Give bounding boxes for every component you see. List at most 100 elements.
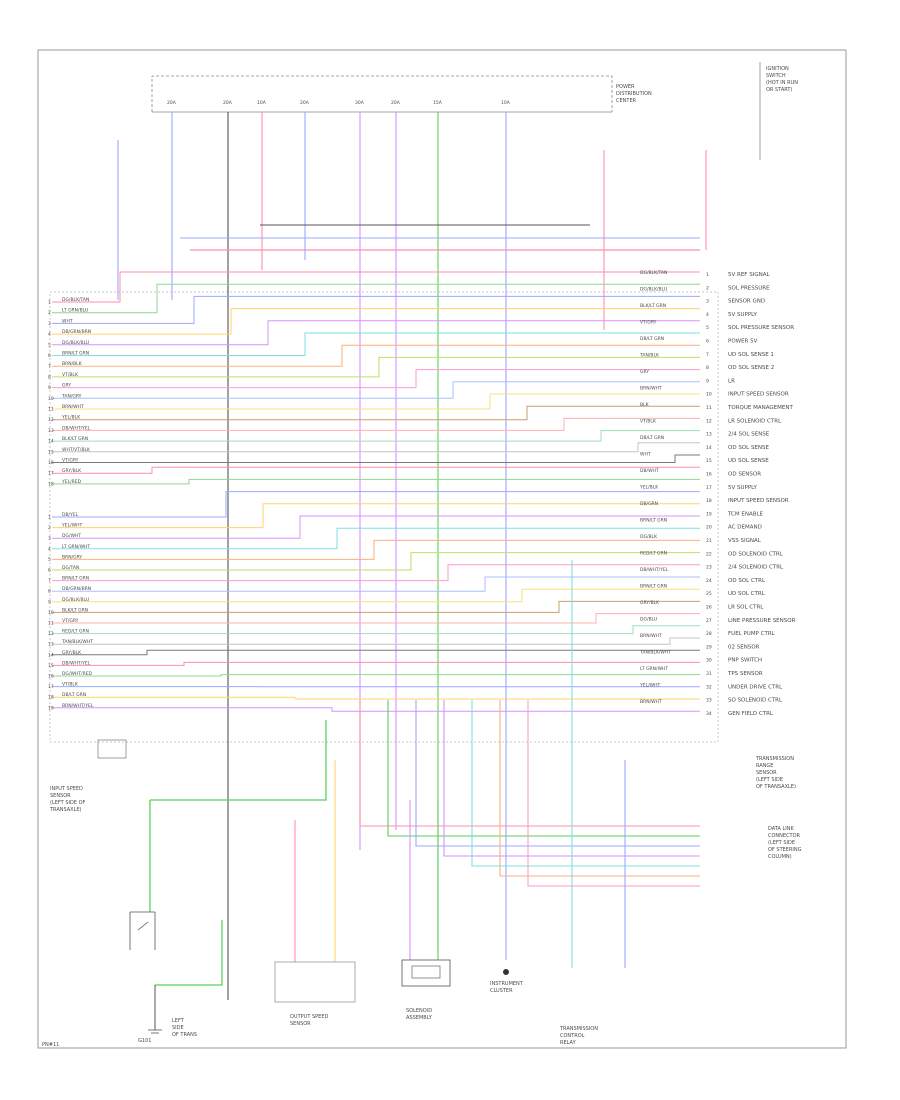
c2-pin-number: 18 [48,695,54,701]
c2-wire-color: DB/LT GRN [62,692,86,698]
right-pin-label: INPUT SPEED SENSOR [728,498,789,504]
right-pin-label: FUEL PUMP CTRL [728,631,776,637]
right-wire-color: VT/BLK [640,419,657,425]
right-wire-color: DB/WHT/YEL [640,567,669,573]
trs-line-1: TRANSMISSION [755,756,794,762]
c2-pin-number: 17 [48,684,54,690]
transmission-control-relay: TRANSMISSION CONTROL RELAY [559,1026,598,1046]
right-pin-label: PNP SWITCH [728,658,762,664]
bus-wire [387,700,700,837]
c1-pin-number: 4 [48,332,51,338]
c1-wire-color: WHT [62,318,73,324]
c2-pin-number: 4 [48,546,51,552]
sensor-wire [155,920,223,986]
c1-pin-number: 7 [48,364,51,370]
right-pin-label: UD SOL SENSE 1 [728,352,774,358]
fuse-label: 15A [433,100,443,106]
c1-wire-color: DG/BLK/BLU [62,340,89,346]
c1-wire-color: VT/GRY [62,458,79,464]
right-pin-number: 16 [706,472,712,478]
right-pin-label: SO SOLENOID CTRL [728,698,783,704]
c2-pin-number: 16 [48,674,54,680]
c1-wire-color: WHT/VT/BLK [62,447,91,453]
fuse-label: 10A [501,100,511,106]
c2-pin-number: 6 [48,568,51,574]
iss-line-2: SENSOR [50,793,71,799]
c1-pin-number: 10 [48,396,54,402]
right-pin-number: 13 [706,432,712,438]
c1-wire-color: GRY [62,383,71,389]
signal-wire [52,625,700,635]
dlc-line-2: CONNECTOR [768,833,801,839]
c1-wire-color: YEL/BLK [61,415,81,421]
right-pin-label: AC DEMAND [728,525,762,531]
signal-wire [52,588,700,603]
right-pin-label: 5V REF SIGNAL [728,272,770,278]
signal-wire [52,271,700,303]
right-wire-color: RED/LT GRN [640,551,667,557]
right-wire-color: BLK/LT GRN [640,303,666,309]
bus-wire [499,700,700,877]
right-pin-number: 5 [706,325,709,331]
sensor-wire [150,720,327,801]
right-pin-label: LR [728,378,735,384]
right-wire-color: TAN/BLK/WHT [639,650,671,656]
right-pin-number: 23 [706,565,712,571]
right-pin-label: UD SOL SENSE [728,458,769,464]
signal-wire [52,637,700,645]
right-wire-color: YEL/WHT [639,683,660,689]
right-pin-number: 17 [706,485,712,491]
right-pin-label: POWER 5V [728,339,758,345]
right-pin-number: 32 [706,684,712,690]
signal-wire [52,393,700,410]
signal-wire [52,576,700,592]
c1-wire-color: BRN/WHT [62,404,84,410]
right-pin-number: 29 [706,644,712,650]
right-pin-number: 26 [706,605,712,611]
c1-pin-number: 2 [48,310,51,316]
c1-pin-number: 12 [48,417,54,423]
signal-wire [52,405,700,421]
signal-wire [52,344,700,367]
c2-pin-number: 9 [48,599,51,605]
solenoid-line-1: SOLENOID [406,1008,432,1014]
c1-pin-number: 18 [48,481,54,487]
signal-wire [52,308,700,335]
signal-wire [52,661,700,666]
c2-wire-color: DB/GRN/BRN [62,586,91,592]
oss-line-2: SENSOR [290,1021,311,1027]
ignition-line-3: (HOT IN RUN [766,80,798,86]
right-pin-number: 22 [706,551,712,557]
c2-pin-number: 19 [48,705,54,711]
trs-line-3: SENSOR [756,770,777,776]
right-pin-number: 10 [706,392,712,398]
right-pin-label: GEN FIELD CTRL [728,711,774,717]
left-bottom-line-3: OF TRANS [172,1032,197,1038]
signal-wire [52,478,700,485]
c2-wire-color: BLK/LT GRN [62,607,88,613]
right-pin-label: OD SOL SENSE 2 [728,365,774,371]
right-pin-number: 20 [706,525,712,531]
right-pin-label: TPS SENSOR [727,671,763,677]
module-line-2: CONTROL [560,1033,585,1039]
c1-pin-number: 11 [48,407,54,413]
right-pin-label: UD SOL CTRL [728,591,766,597]
c2-pin-number: 7 [48,578,51,584]
c2-wire-color: DB/YEL [62,512,79,518]
signal-wire [52,552,700,571]
right-wire-color: GRY [640,369,649,375]
right-pin-label: OD SOL SENSE [728,445,770,451]
c2-pin-number: 15 [48,663,54,669]
right-pin-number: 21 [706,538,712,544]
signal-wire [52,613,700,624]
c1-pin-number: 5 [48,342,51,348]
right-pin-label: LINE PRESSURE SENSOR [728,618,796,624]
right-wire-color: DB/LT GRN [640,336,664,342]
right-wire-color: BRN/WHT [640,386,662,392]
c2-pin-number: 2 [48,525,51,531]
cluster-line-2: CLUSTER [490,988,513,994]
signal-wire [52,564,700,582]
